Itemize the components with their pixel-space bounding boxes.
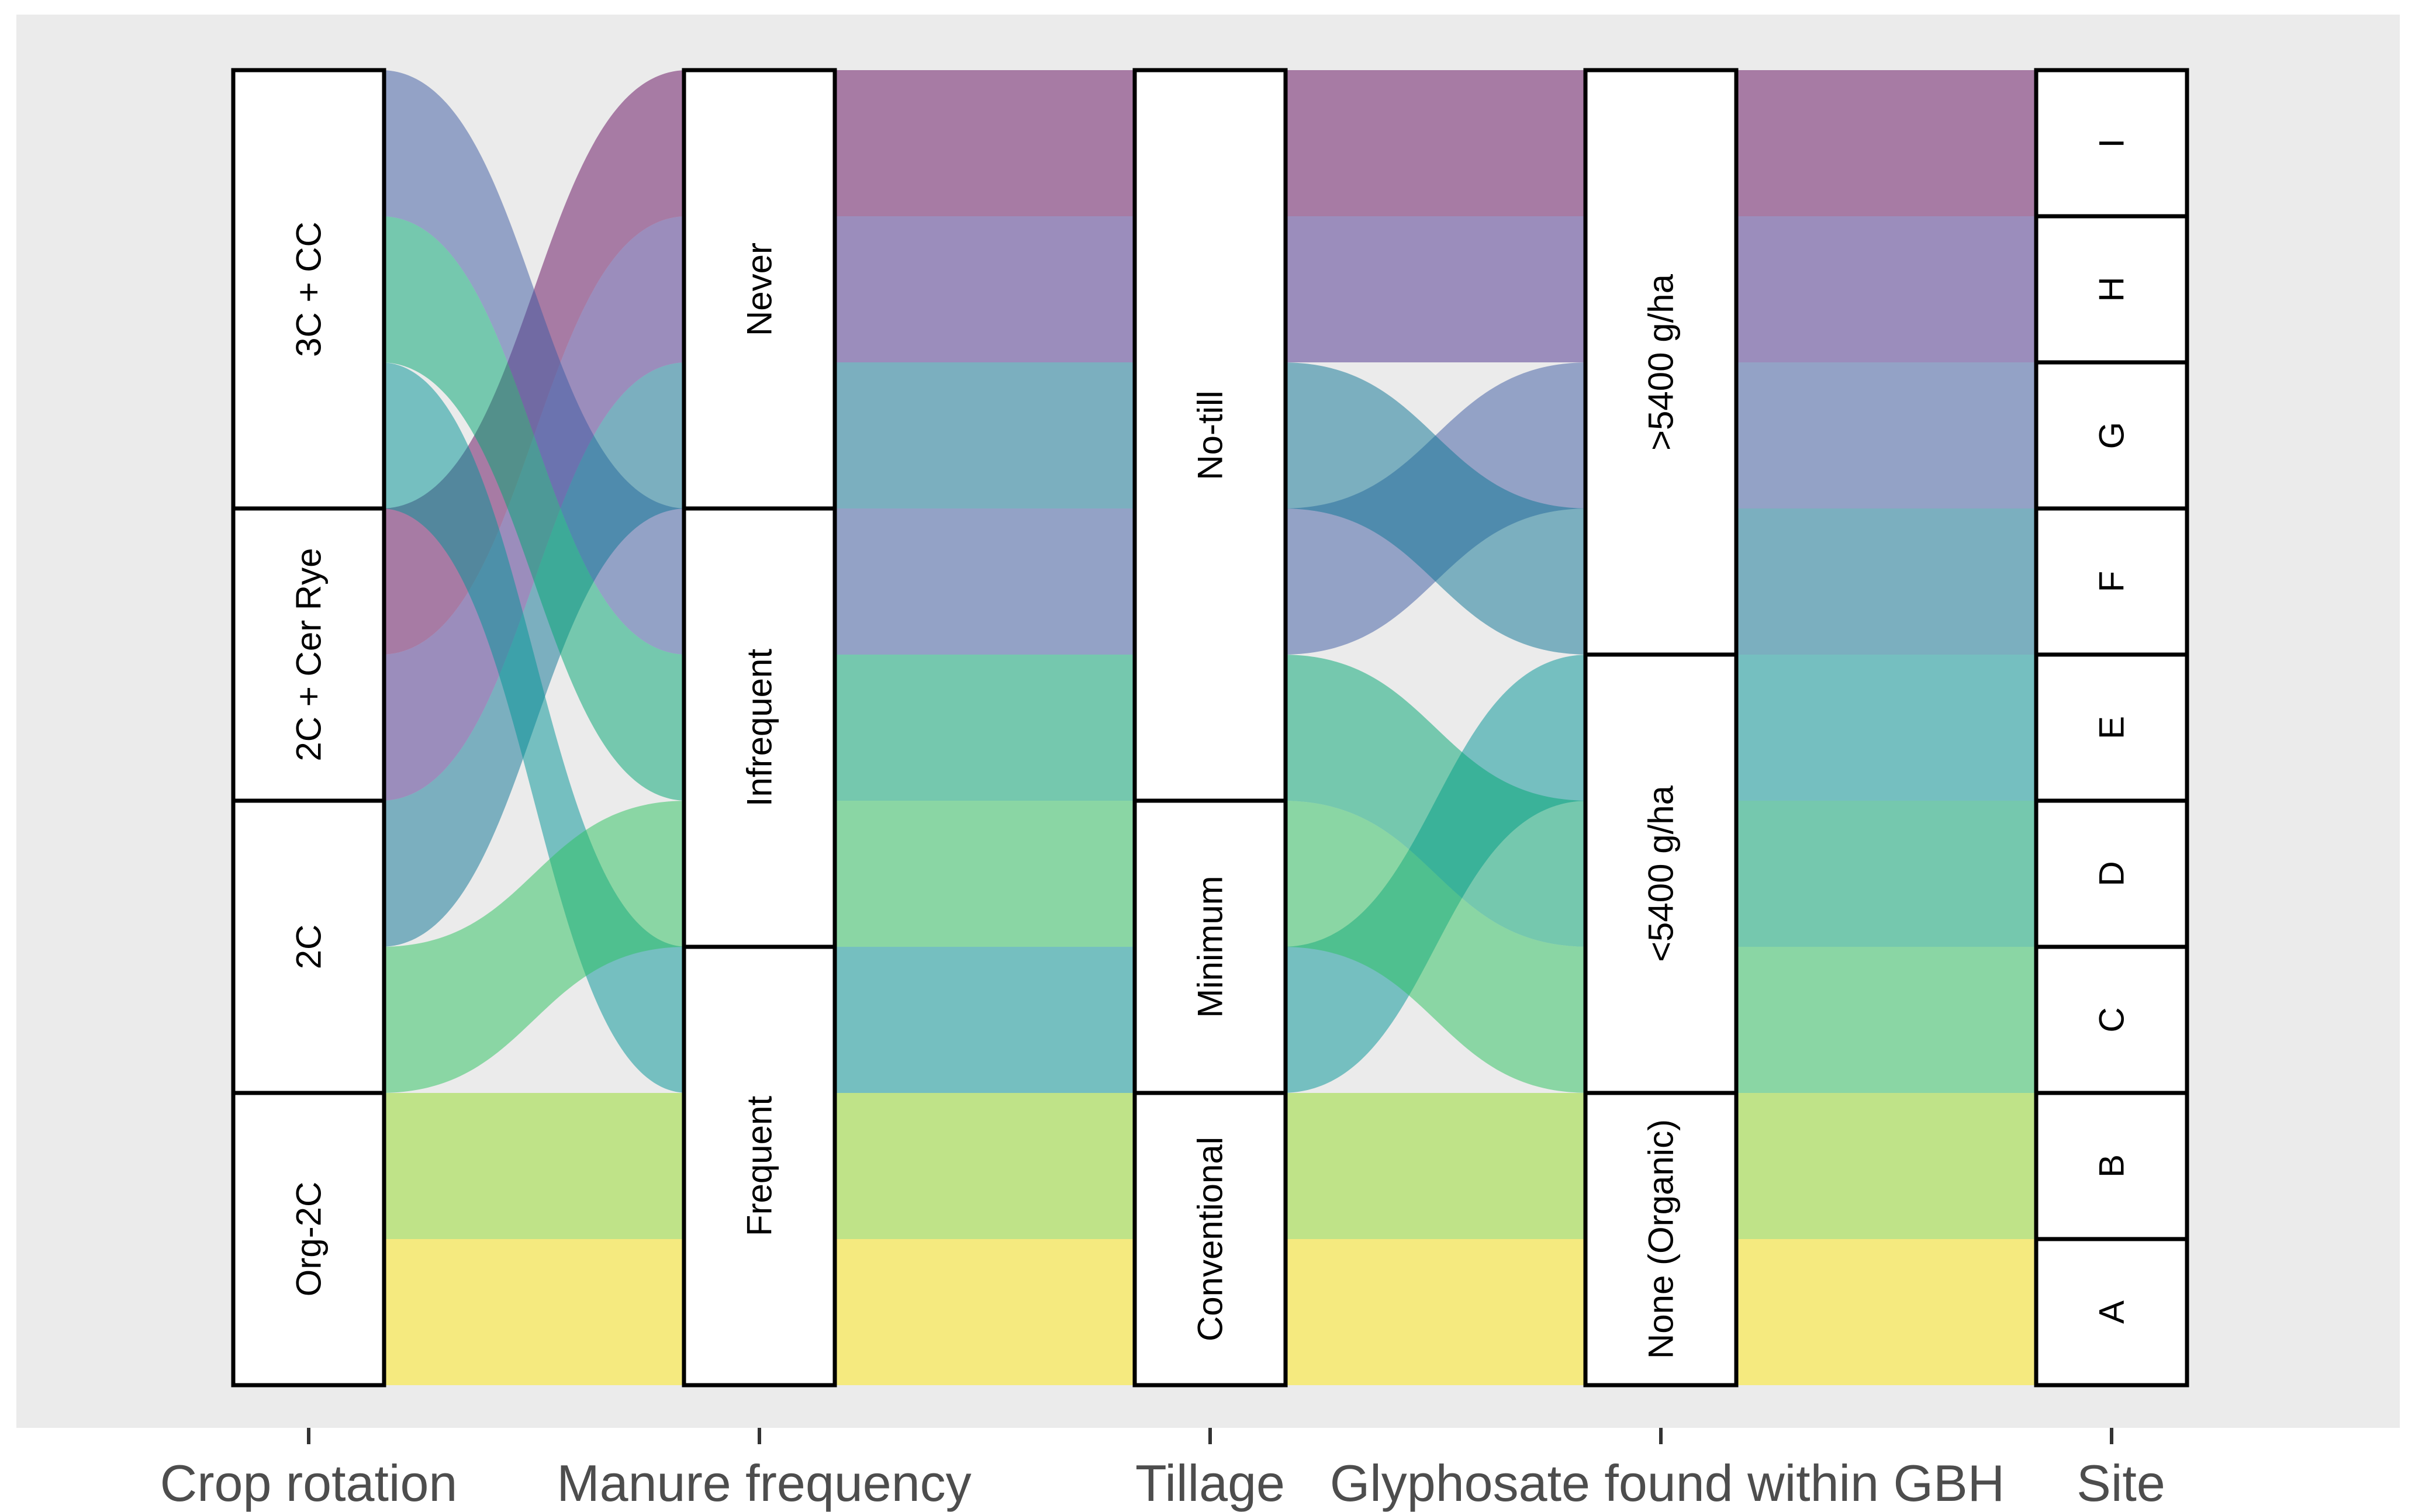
stratum-label-b: B — [2092, 1154, 2131, 1178]
stratum-i — [2034, 68, 2189, 219]
stratum-minimum — [1132, 798, 1288, 1095]
flow-H-gap2 — [831, 216, 1138, 362]
axis-title-tillage: Tillage — [1135, 1454, 1285, 1512]
stratum-label-3c-cc: 3C + CC — [289, 222, 329, 357]
axis-title-crop-rotation: Crop rotation — [160, 1454, 458, 1512]
stratum-5400-g-ha — [1583, 68, 1739, 657]
axis-title-site: Site — [2077, 1454, 2165, 1512]
stratum-label-c: C — [2092, 1007, 2131, 1032]
stratum-2c-cer-rye — [231, 506, 386, 803]
axis-title-glyphosate: Glyphosate found within GBH — [1329, 1454, 2005, 1512]
stratum-label-conventional: Conventional — [1191, 1137, 1230, 1341]
stratum-label-no-till: No-till — [1191, 390, 1230, 480]
flow-G-gap2 — [831, 508, 1138, 655]
stratum-label-5400-g-ha: <5400 g/ha — [1642, 785, 1681, 962]
stratum-label-none-organic: None (Organic) — [1642, 1119, 1681, 1359]
stratum-label-minimum: Minimum — [1191, 876, 1230, 1018]
stratum-frequent — [682, 944, 837, 1388]
stratum-label-h: H — [2092, 276, 2131, 302]
stratum-label-never: Never — [740, 243, 779, 336]
flow-F-gap2 — [831, 362, 1138, 508]
flow-H-gap3 — [1282, 216, 1589, 362]
stratum-label-e: E — [2092, 716, 2131, 739]
flow-A-gap1 — [381, 1239, 687, 1385]
flow-B-gap4 — [1733, 1093, 2040, 1239]
flow-E-gap4 — [1733, 655, 2040, 801]
stratum-label-g: G — [2092, 422, 2131, 449]
flow-I-gap3 — [1282, 70, 1589, 216]
stratum-d — [2034, 798, 2189, 949]
flow-F-gap4 — [1733, 508, 2040, 655]
flow-I-gap4 — [1733, 70, 2040, 216]
stratum-label-5400-g-ha: >5400 g/ha — [1642, 274, 1681, 451]
flow-D-gap4 — [1733, 801, 2040, 947]
stratum-b — [2034, 1091, 2189, 1241]
flow-B-gap3 — [1282, 1093, 1589, 1239]
flow-C-gap4 — [1733, 947, 2040, 1093]
stratum-org-2c — [231, 1091, 386, 1388]
flow-C-gap1 — [381, 801, 687, 1093]
stratum-label-i: I — [2092, 139, 2131, 148]
flow-E-gap2 — [831, 947, 1138, 1093]
flow-F-gap3 — [1282, 362, 1589, 655]
stratum-2c — [231, 798, 386, 1095]
flow-I-gap2 — [831, 70, 1138, 216]
flow-B-gap1 — [381, 1093, 687, 1239]
flow-D-gap2 — [831, 655, 1138, 801]
flow-D-gap3 — [1282, 655, 1589, 947]
flow-B-gap2 — [831, 1093, 1138, 1239]
flow-A-gap3 — [1282, 1239, 1589, 1385]
stratum-f — [2034, 506, 2189, 657]
stratum-label-f: F — [2092, 571, 2131, 593]
axis-title-manure-frequency: Manure frequency — [557, 1454, 972, 1512]
stratum-a — [2034, 1237, 2189, 1388]
flow-A-gap4 — [1733, 1239, 2040, 1385]
stratum-label-d: D — [2092, 861, 2131, 886]
flow-G-gap4 — [1733, 362, 2040, 508]
flow-C-gap3 — [1282, 801, 1589, 1093]
flow-H-gap4 — [1733, 216, 2040, 362]
flow-C-gap2 — [831, 801, 1138, 947]
stratum-label-org-2c: Org-2C — [289, 1182, 329, 1297]
stratum-label-infrequent: Infrequent — [740, 649, 779, 807]
stratum-no-till — [1132, 68, 1288, 803]
stratum-label-2c: 2C — [289, 925, 329, 970]
flow-A-gap2 — [831, 1239, 1138, 1385]
stratum-label-2c-cer-rye: 2C + Cer Rye — [289, 548, 329, 761]
stratum-label-frequent: Frequent — [740, 1096, 779, 1236]
stratum-conventional — [1132, 1091, 1288, 1388]
stratum-e — [2034, 652, 2189, 803]
stratum-h — [2034, 214, 2189, 365]
flow-D-gap1 — [381, 216, 687, 801]
stratum-5400-g-ha — [1583, 652, 1739, 1095]
stratum-3c-cc — [231, 68, 386, 511]
stratum-c — [2034, 944, 2189, 1095]
stratum-none-organic — [1583, 1091, 1739, 1388]
stratum-label-a: A — [2092, 1300, 2131, 1324]
